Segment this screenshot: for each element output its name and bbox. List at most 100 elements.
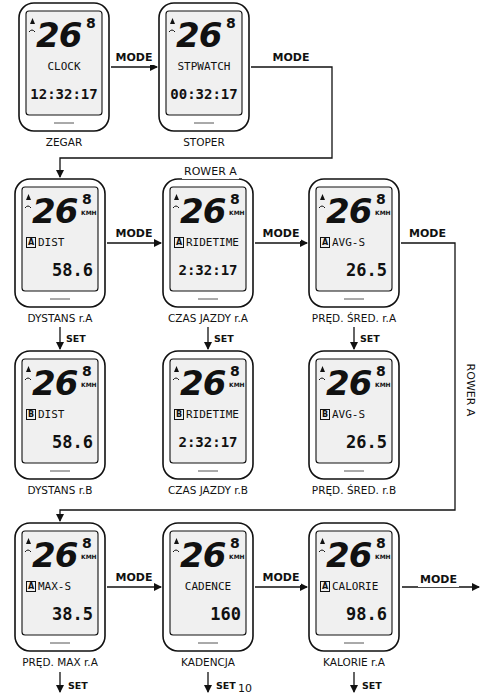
edge-label: MODE — [261, 226, 302, 241]
speed-decimal: 8 — [376, 535, 386, 551]
screen-caption: CZAS JAZDY r.B — [138, 484, 278, 496]
mode-value: 38.5 — [24, 604, 93, 624]
speed-decimal: 8 — [82, 363, 92, 379]
page-number: 10 — [236, 681, 254, 696]
screen-caption: PRĘD. MAX r.A — [0, 656, 130, 668]
group-label: ROWER A — [464, 364, 477, 417]
bike-computer-screen: 268KMHBRIDETIME2:32:17CZAS JAZDY r.B — [162, 350, 254, 498]
mode-value: 2:32:17 — [172, 262, 244, 278]
button-label: SET — [66, 679, 90, 692]
screen-caption: STOPER — [134, 136, 274, 148]
button-label: SET — [360, 679, 384, 692]
set-arrow — [59, 672, 60, 692]
speed-decimal: 8 — [86, 15, 96, 31]
unit-label: KMH — [229, 553, 245, 560]
group-label: ROWER A — [182, 164, 239, 179]
mode-connector — [353, 327, 354, 349]
screen-caption: DYSTANS r.B — [0, 484, 130, 496]
mode-value: 00:32:17 — [168, 86, 240, 102]
speed-digits: 26 — [176, 15, 221, 55]
speed-decimal: 8 — [82, 535, 92, 551]
screen-caption: PRĘD. ŚRED. r.B — [284, 484, 424, 496]
edge-label: SET — [64, 332, 88, 345]
bike-marker: A — [320, 581, 330, 592]
set-arrow — [207, 672, 208, 692]
mode-value: 12:32:17 — [28, 86, 100, 102]
speed-digits: 26 — [180, 535, 225, 575]
mode-name: AVG-S — [332, 408, 390, 421]
edge-label: MODE — [261, 570, 302, 585]
bike-marker: B — [320, 409, 330, 420]
bike-marker: A — [26, 237, 36, 248]
unit-label: KMH — [81, 209, 97, 216]
unit-label: KMH — [375, 381, 391, 388]
bike-computer-screen: 268KMHACALORIE98.6KALORIE r.A — [308, 522, 400, 670]
speed-decimal: 8 — [226, 15, 236, 31]
screen-caption: KALORIE r.A — [284, 656, 424, 668]
mode-connector — [255, 586, 307, 587]
bike-marker: B — [174, 409, 184, 420]
bike-computer-screen: 268KMHADIST58.6DYSTANS r.A — [14, 178, 106, 326]
speed-decimal: 8 — [376, 363, 386, 379]
edge-label: MODE — [114, 570, 155, 585]
bike-marker: A — [320, 237, 330, 248]
mode-name: RIDETIME — [186, 236, 244, 249]
bike-computer-screen: 268KMHARIDETIME2:32:17CZAS JAZDY r.A — [162, 178, 254, 326]
mode-connector — [107, 242, 161, 243]
unit-label: KMH — [375, 553, 391, 560]
screen-caption: ZEGAR — [0, 136, 134, 148]
mode-name: CLOCK — [28, 60, 100, 73]
unit-label: KMH — [375, 209, 391, 216]
mode-name: DIST — [38, 408, 96, 421]
mode-connector — [59, 327, 60, 349]
mode-value: 98.6 — [318, 604, 387, 624]
set-arrow — [353, 672, 354, 692]
bike-marker: B — [26, 409, 36, 420]
edge-label: SET — [358, 332, 382, 345]
mode-name: AVG-S — [332, 236, 390, 249]
screen-caption: DYSTANS r.A — [0, 312, 130, 324]
mode-value: 160 — [172, 604, 241, 624]
mode-connector — [111, 66, 157, 67]
unit-label: KMH — [81, 553, 97, 560]
bike-computer-screen: 268KMHBAVG-S26.5PRĘD. ŚRED. r.B — [308, 350, 400, 498]
edge-label: MODE — [271, 50, 312, 65]
mode-value: 2:32:17 — [172, 434, 244, 450]
bike-computer-screen: 268KMHAAVG-S26.5PRĘD. ŚRED. r.A — [308, 178, 400, 326]
speed-digits: 26 — [32, 191, 77, 231]
unit-label: KMH — [81, 381, 97, 388]
edge-label: MODE — [114, 50, 155, 65]
speed-digits: 26 — [326, 535, 371, 575]
mode-value: 26.5 — [318, 260, 387, 280]
mode-name: STPWATCH — [168, 60, 240, 73]
mode-name: CALORIE — [332, 580, 390, 593]
button-label: MODE — [418, 572, 459, 587]
bike-computer-screen: 268KMHAMAX-S38.5PRĘD. MAX r.A — [14, 522, 106, 670]
button-label: SET — [214, 679, 238, 692]
unit-label: KMH — [229, 381, 245, 388]
bike-computer-screen: 268CLOCK12:32:17ZEGAR — [18, 2, 110, 150]
edge-label: MODE — [114, 226, 155, 241]
mode-value: 58.6 — [24, 260, 93, 280]
mode-connector — [207, 327, 208, 349]
screen-caption: KADENCJA — [138, 656, 278, 668]
bike-computer-screen: 268KMHBDIST58.6DYSTANS r.B — [14, 350, 106, 498]
speed-digits: 26 — [326, 363, 371, 403]
speed-decimal: 8 — [82, 191, 92, 207]
edge-label: MODE — [407, 226, 448, 241]
mode-name: DIST — [38, 236, 96, 249]
speed-digits: 26 — [36, 15, 81, 55]
screen-caption: PRĘD. ŚRED. r.A — [284, 312, 424, 324]
speed-decimal: 8 — [376, 191, 386, 207]
bike-computer-screen: 268STPWATCH00:32:17STOPER — [158, 2, 250, 150]
mode-connector — [255, 242, 307, 243]
screen-caption: CZAS JAZDY r.A — [138, 312, 278, 324]
speed-digits: 26 — [326, 191, 371, 231]
speed-digits: 26 — [32, 535, 77, 575]
speed-decimal: 8 — [230, 191, 240, 207]
mode-value: 26.5 — [318, 432, 387, 452]
edge-label: SET — [212, 332, 236, 345]
mode-name: CADENCE — [172, 580, 244, 593]
speed-digits: 26 — [180, 363, 225, 403]
mode-connector — [107, 586, 161, 587]
